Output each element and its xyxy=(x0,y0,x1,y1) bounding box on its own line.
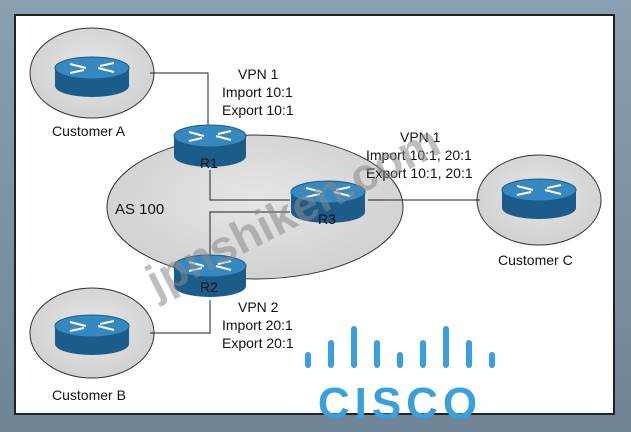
vpn-r2-annotation: VPN 2 Import 20:1 Export 20:1 xyxy=(222,299,294,351)
vpn-r1-export: Export 10:1 xyxy=(222,102,294,118)
link-r2-customer-b xyxy=(150,300,211,334)
vpn-r3-import: Import 10:1, 20:1 xyxy=(366,147,472,163)
router-r1 xyxy=(173,124,247,167)
customer-c-label: Customer C xyxy=(498,252,573,268)
vpn-r2-title: VPN 2 xyxy=(238,299,279,315)
r3-label: R3 xyxy=(318,211,336,227)
links xyxy=(150,72,480,334)
link-r1-r3 xyxy=(209,170,290,201)
router-customer-b xyxy=(54,314,130,355)
vpn-r2-export: Export 20:1 xyxy=(222,335,294,351)
vpn-r1-annotation: VPN 1 Import 10:1 Export 10:1 xyxy=(222,66,294,118)
r2-label: R2 xyxy=(200,279,218,295)
as100-cloud xyxy=(106,134,404,280)
r1-label: R1 xyxy=(200,155,218,171)
link-customer-a-r1 xyxy=(150,72,209,126)
cisco-logo: CISCO xyxy=(305,326,495,428)
customer-b-label: Customer B xyxy=(52,387,126,403)
router-r3 xyxy=(290,180,366,223)
router-customer-c xyxy=(501,178,577,219)
vpn-r3-title: VPN 1 xyxy=(400,129,441,145)
router-r2 xyxy=(173,254,247,297)
vpn-r2-import: Import 20:1 xyxy=(222,317,293,333)
as-label: AS 100 xyxy=(115,201,164,218)
vpn-r3-annotation: VPN 1 Import 10:1, 20:1 Export 10:1, 20:… xyxy=(366,129,473,181)
vpn-r1-import: Import 10:1 xyxy=(222,84,293,100)
vpn-r1-title: VPN 1 xyxy=(238,66,279,82)
vpn-r3-export: Export 10:1, 20:1 xyxy=(366,165,473,181)
customer-a-label: Customer A xyxy=(52,123,126,139)
cisco-wordmark: CISCO xyxy=(318,379,482,428)
link-r2-r3 xyxy=(209,211,290,256)
router-customer-a xyxy=(54,56,130,97)
